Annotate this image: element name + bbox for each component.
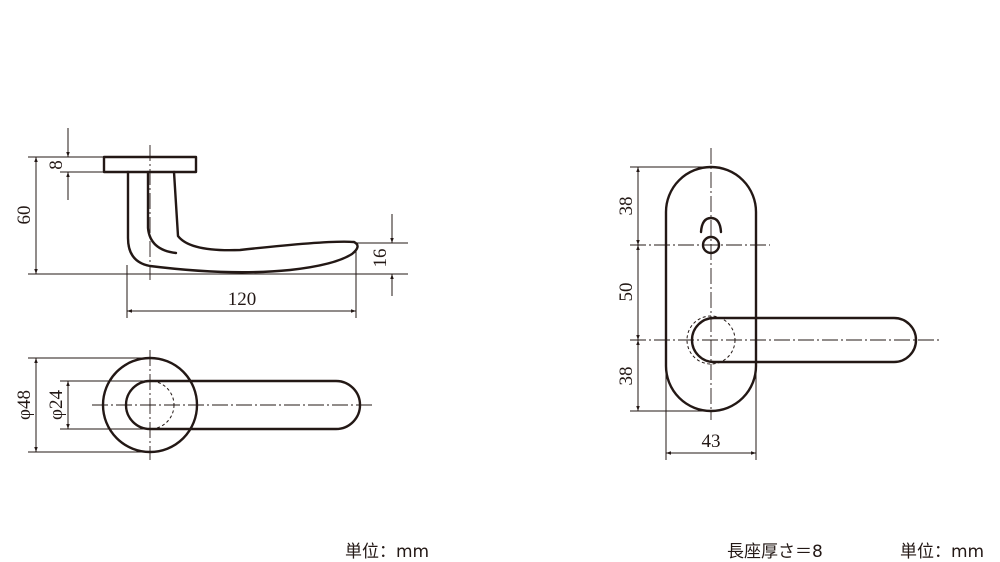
plate-view: 38 50 38 43 [616, 148, 940, 460]
lever-profile [126, 170, 359, 274]
lever-body-top [124, 379, 362, 431]
unit-note-right: 単位：mm [900, 542, 985, 562]
side-view: 8 60 16 120 [14, 128, 408, 318]
dim-width-label: 43 [702, 431, 721, 452]
dim-plate-thickness-label: 8 [46, 160, 67, 170]
dim-top-label: 38 [616, 197, 637, 216]
dim-lever-thickness-label: 16 [370, 249, 391, 268]
rose-view: φ48 φ24 [14, 350, 372, 460]
dim-lever-diameter-label: φ24 [46, 390, 67, 420]
dim-middle-label: 50 [616, 283, 637, 302]
indicator-window [699, 216, 723, 234]
lever-body-front [690, 316, 918, 364]
unit-note-left: 単位：mm [345, 542, 430, 562]
dim-height-label: 60 [14, 206, 35, 225]
dim-rose-diameter-label: φ48 [14, 390, 35, 420]
lever-neck-line [146, 170, 178, 255]
dim-length-label: 120 [228, 289, 257, 310]
plate-thickness-note: 長座厚さ＝8 [727, 542, 823, 562]
dim-bottom-label: 38 [616, 367, 637, 386]
